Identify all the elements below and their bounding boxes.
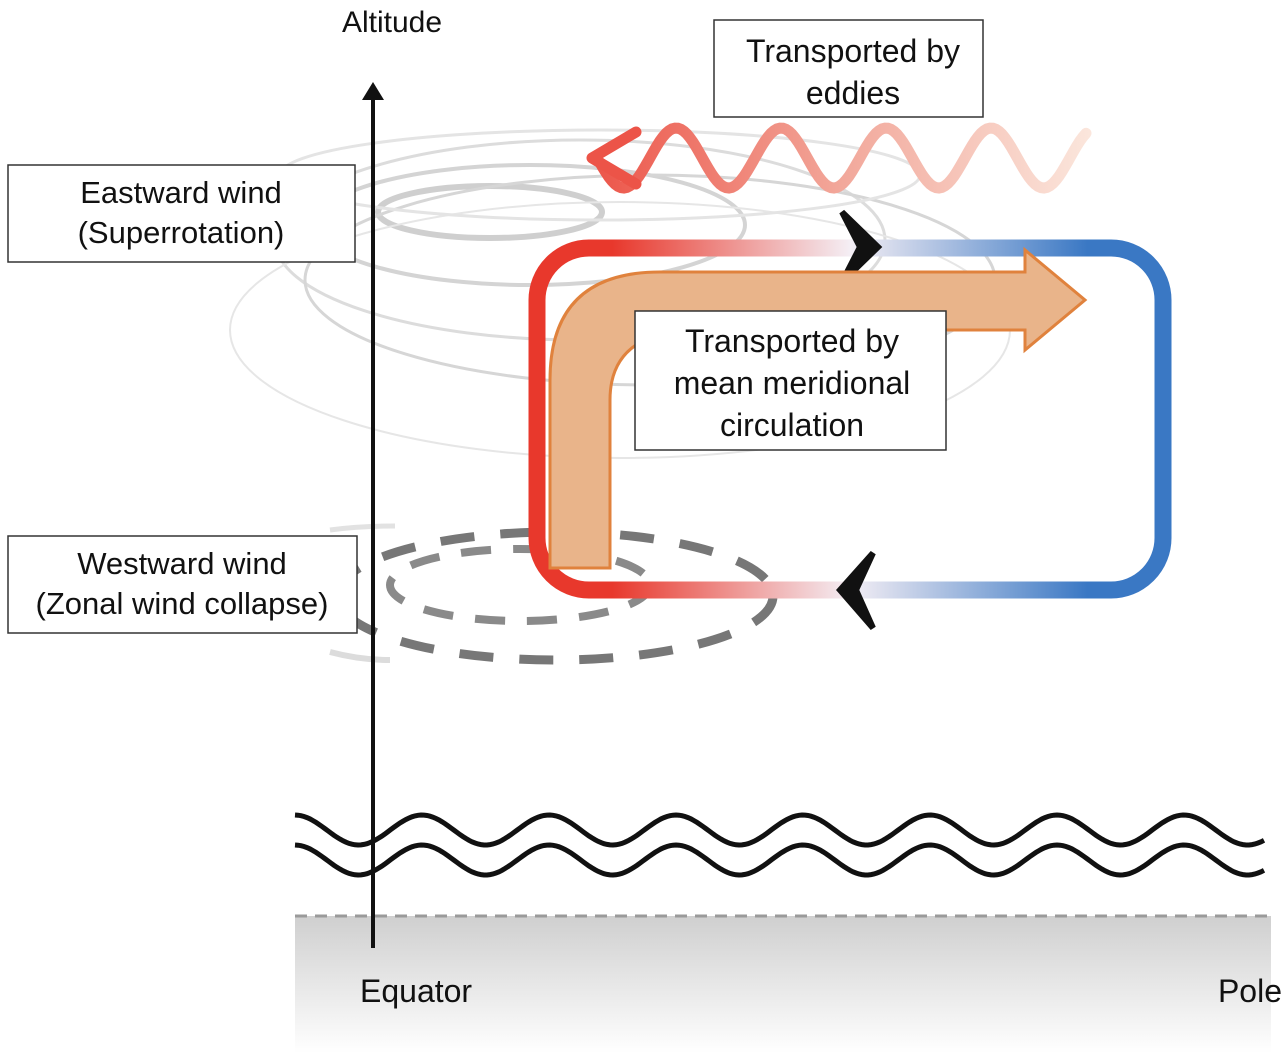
eddy-arrowhead [586, 126, 642, 190]
westward-ellipse-faint-tail-top [329, 523, 396, 533]
eastward-wind-box: Eastward wind (Superrotation) [7, 164, 356, 263]
meridional-line-2: mean meridional [674, 365, 911, 401]
chevron-left-icon [836, 551, 876, 630]
westward-wind-title: Westward wind [77, 546, 287, 581]
westward-wind-subtitle: (Zonal wind collapse) [36, 586, 329, 621]
meridional-line-1: Transported by [685, 323, 899, 359]
eddies-line-2: eddies [806, 75, 900, 111]
eddies-box: Transported by eddies [713, 19, 984, 118]
axis-break-wave-bottom [294, 842, 1266, 878]
equator-label: Equator [360, 973, 472, 1009]
westward-ellipse-faint-tail [329, 649, 391, 663]
eddies-line-1: Transported by [746, 33, 960, 69]
eddy-transport-wave [594, 122, 1092, 194]
meridional-line-3: circulation [720, 407, 864, 443]
westward-wind-box: Westward wind (Zonal wind collapse) [7, 535, 358, 634]
eastward-wind-title: Eastward wind [80, 175, 282, 210]
eastward-wind-subtitle: (Superrotation) [78, 215, 285, 250]
pole-label: Pole [1218, 973, 1282, 1009]
altitude-arrowhead-icon [362, 82, 384, 100]
ground-surface [295, 916, 1271, 1053]
altitude-label: Altitude [342, 6, 442, 39]
axis-break-wave-top [294, 812, 1266, 848]
meridional-box: Transported by mean meridional circulati… [634, 310, 947, 451]
